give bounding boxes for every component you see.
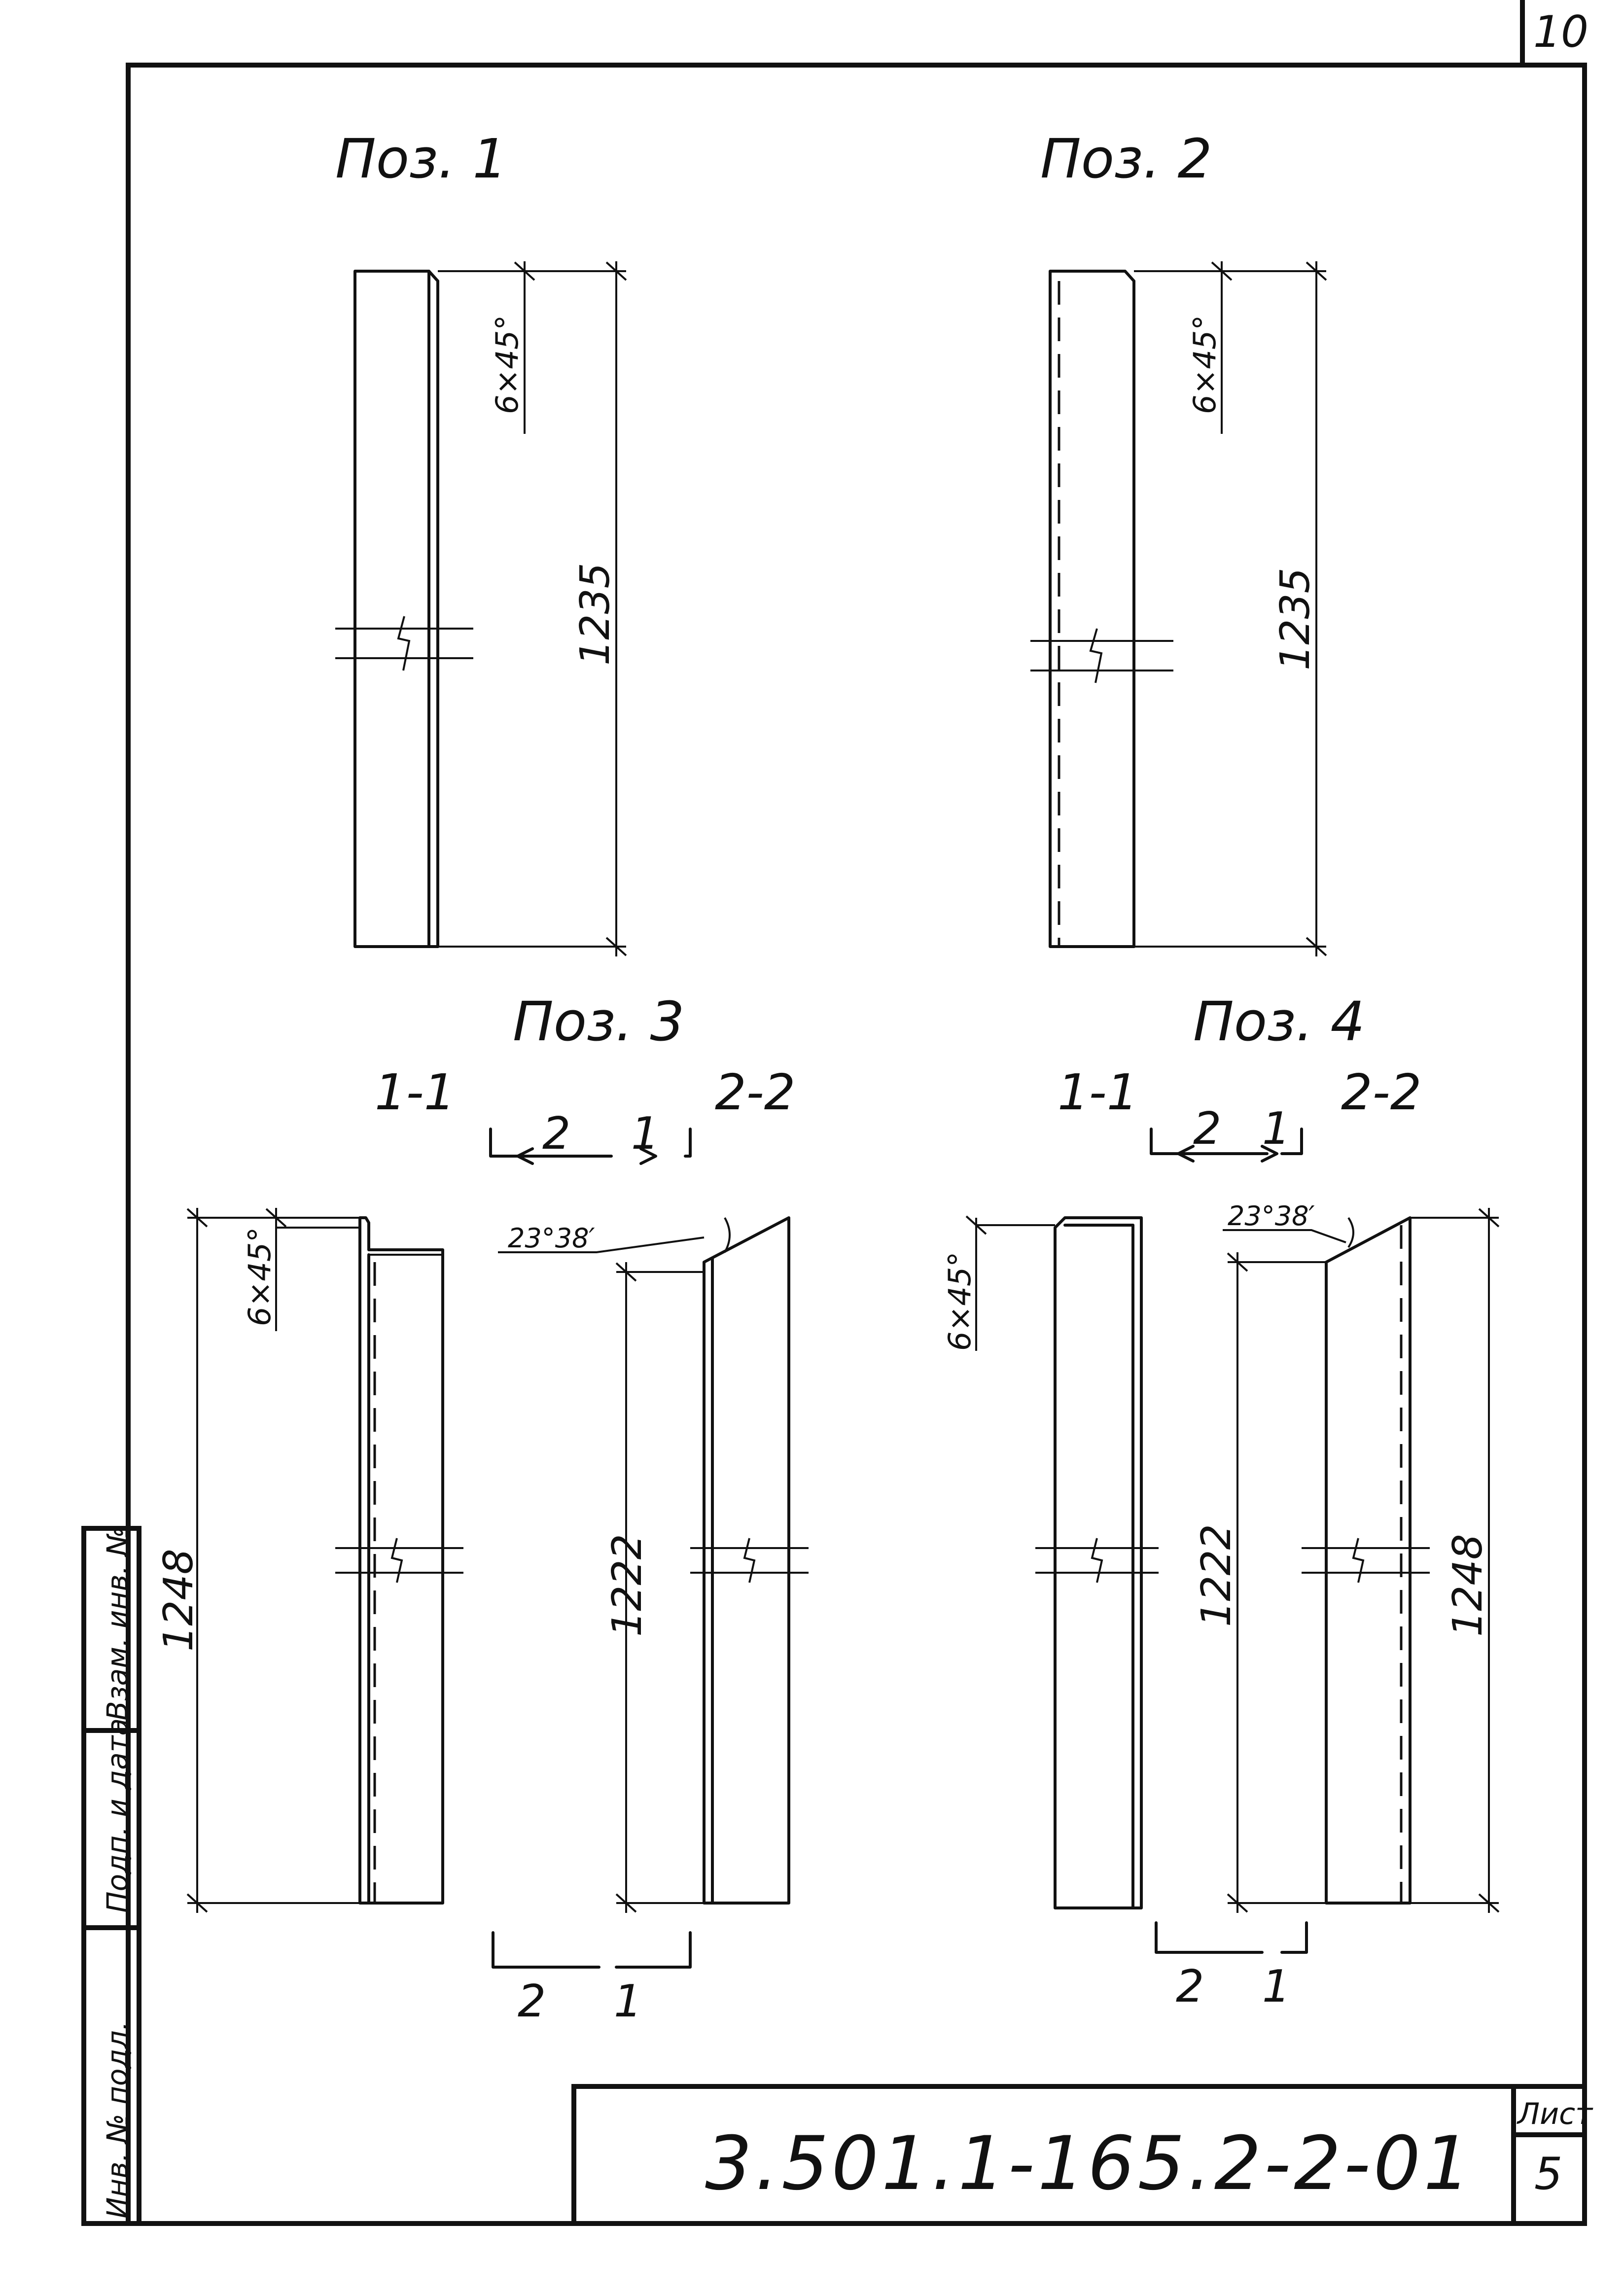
- list-label: Лист: [1517, 2097, 1593, 2131]
- stamp-inv-no: Инв. № подл.: [101, 2021, 134, 2219]
- pos1-part: [335, 261, 627, 956]
- document-code: 3.501.1-165.2-2-01: [705, 2121, 1474, 2207]
- pos4-section-2-2: 2-2: [1341, 1063, 1421, 1121]
- sheet-top-number: 10: [1533, 6, 1589, 57]
- pos4-cut-markers: [1150, 1128, 1308, 1954]
- pos4-length-short: 1222: [1193, 1524, 1240, 1627]
- pos3-length-short: 1222: [604, 1534, 651, 1637]
- pos3-section-2-2: 2-2: [715, 1063, 795, 1121]
- pos3-chamfer: 6×45°: [242, 1227, 278, 1326]
- pos4-section-2-2-part: [1223, 1208, 1500, 1913]
- pos4-cut-2-bottom: 2: [1176, 1961, 1204, 2012]
- pos4-chamfer: 6×45°: [942, 1252, 978, 1351]
- sheet-frame: [81, 0, 1587, 2226]
- pos3-angle: 23°38′: [508, 1223, 595, 1254]
- pos4-cut-1-top: 1: [1262, 1103, 1290, 1155]
- pos3-length-long: 1248: [155, 1549, 202, 1652]
- pos3-section-2-2-part: [498, 1216, 809, 1913]
- stamp-sign-date: Подп. и дата: [101, 1718, 134, 1913]
- pos3-section-1-1-part: [186, 1208, 463, 1913]
- pos4-title: Поз. 4: [1193, 990, 1365, 1053]
- pos4-section-1-1-part: [965, 1215, 1159, 1909]
- pos1-chamfer: 6×45°: [489, 315, 525, 414]
- pos4-length-long: 1248: [1445, 1534, 1491, 1637]
- list-number: 5: [1534, 2148, 1562, 2200]
- pos4-cut-1-bottom: 1: [1262, 1961, 1290, 2012]
- pos1-title: Поз. 1: [335, 127, 507, 190]
- pos2-chamfer: 6×45°: [1187, 315, 1223, 414]
- pos2-part: [1030, 261, 1327, 956]
- pos3-cut-2-top: 2: [542, 1108, 570, 1160]
- pos4-cut-2-top: 2: [1193, 1103, 1221, 1155]
- pos3-section-1-1: 1-1: [375, 1063, 455, 1121]
- pos2-title: Поз. 2: [1040, 127, 1212, 190]
- pos4-section-1-1: 1-1: [1058, 1063, 1138, 1121]
- pos1-length: 1235: [572, 563, 619, 666]
- pos3-cut-1-bottom: 1: [614, 1976, 642, 2027]
- pos4-angle: 23°38′: [1228, 1200, 1315, 1232]
- pos3-cut-markers: [489, 1128, 692, 1969]
- pos3-cut-1-top: 1: [631, 1108, 659, 1160]
- pos3-cut-2-bottom: 2: [518, 1976, 546, 2027]
- pos3-title: Поз. 3: [513, 990, 684, 1053]
- stamp-vzam-inv: Взам. инв. №: [101, 1526, 134, 1721]
- pos2-length: 1235: [1272, 567, 1319, 671]
